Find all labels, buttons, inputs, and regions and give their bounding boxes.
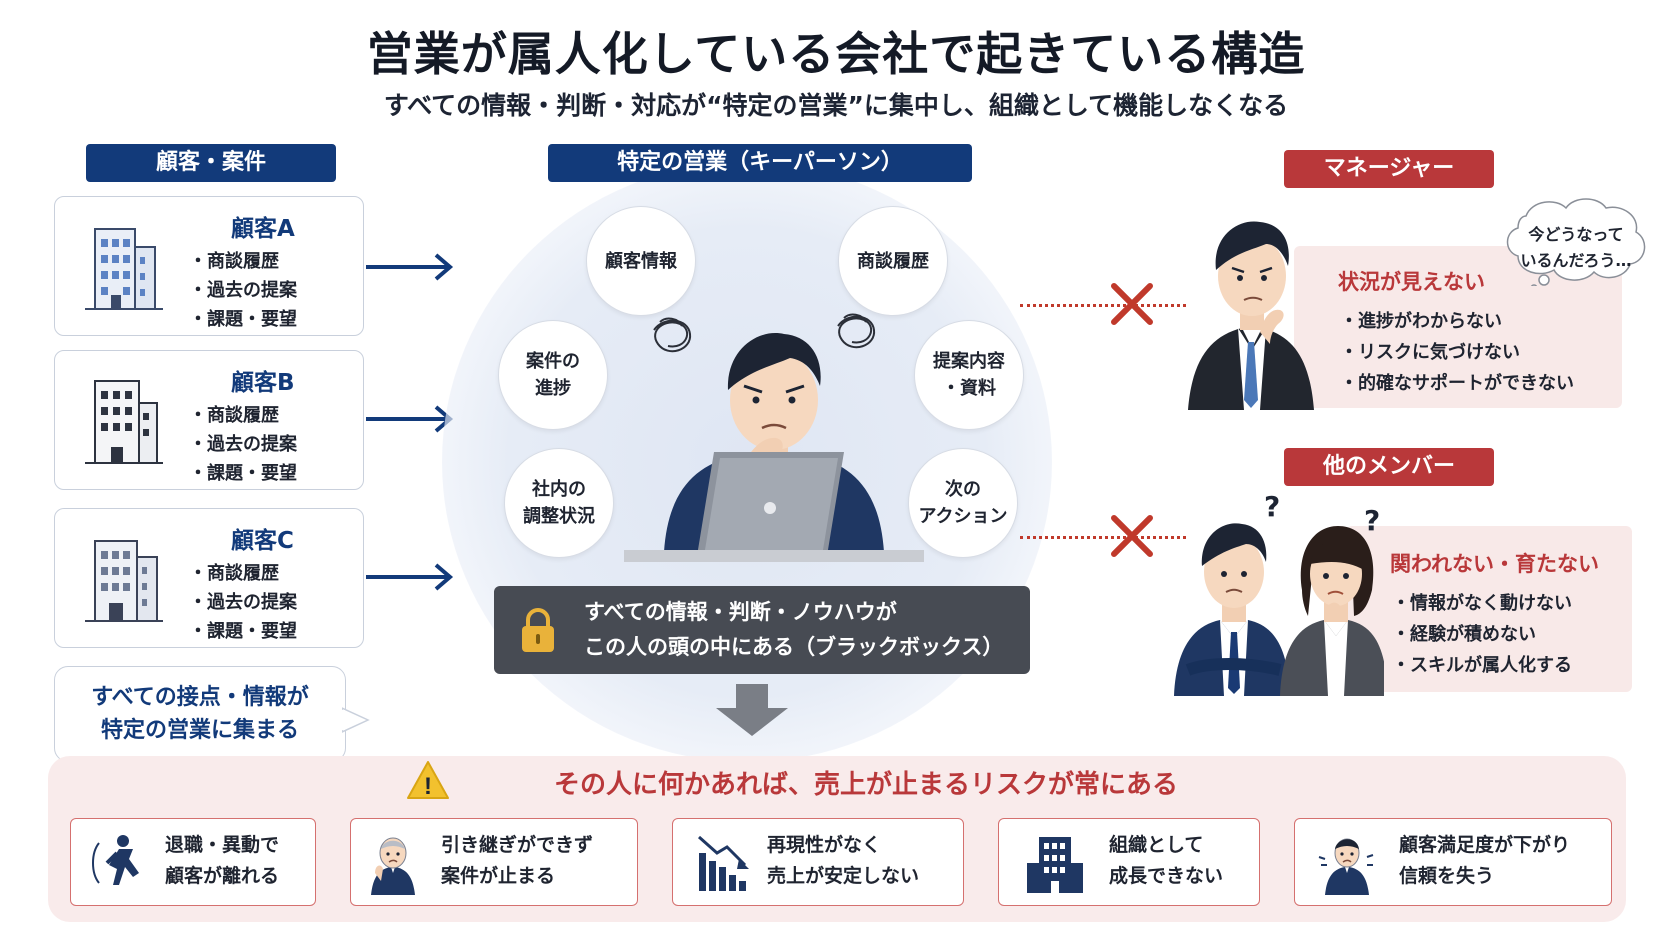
troubled-person-icon (371, 837, 415, 895)
left-callout: すべての接点・情報が 特定の営業に集まる (54, 666, 346, 762)
customer-card-b: 顧客B ・商談履歴 ・過去の提案 ・課題・要望 (54, 350, 364, 490)
bubble-negotiation-history: 商談履歴 (838, 206, 948, 316)
question-mark: ? (1264, 490, 1281, 523)
x-mark-icon (1111, 515, 1153, 557)
warning-symbol: ! (424, 773, 432, 800)
risk-card-line: 退職・異動で (165, 834, 280, 856)
customer-a-item: ・過去の提案 (189, 280, 297, 301)
thought-line: 今どうなって (1528, 225, 1624, 244)
manager-tag: マネージャー (1284, 150, 1494, 188)
manager-item: ・進捗がわからない (1340, 311, 1502, 332)
manager-item: ・リスクに気づけない (1340, 342, 1520, 363)
manager-item: ・的確なサポートができない (1340, 373, 1574, 394)
question-mark: ? (1364, 504, 1381, 537)
customer-c-item: ・商談履歴 (189, 563, 279, 584)
members-panel: 関われない・育たない ・情報がなく動けない ・経験が積めない ・スキルが属人化す… (1346, 526, 1632, 692)
flow-arrow-icon (366, 563, 454, 591)
callout-tail (342, 707, 370, 733)
person-walking-away-icon (92, 835, 139, 885)
risk-card-line: 顧客が離れる (165, 865, 280, 887)
customer-a-item: ・課題・要望 (189, 309, 297, 330)
customer-b-item: ・商談履歴 (189, 405, 279, 426)
bubble-next-action: 次の アクション (908, 448, 1018, 558)
risk-card-line: 信頼を失う (1399, 865, 1495, 887)
bubble-internal-coordination: 社内の 調整状況 (504, 448, 614, 558)
members-item: ・経験が積めない (1392, 624, 1536, 645)
worried-customer-icon (1318, 838, 1374, 895)
lock-icon (522, 608, 554, 652)
risk-card-line: 成長できない (1109, 865, 1224, 887)
manager-illustration (1188, 221, 1314, 410)
customer-c-name: 顧客C (231, 528, 294, 554)
customers-tag: 顧客・案件 (86, 144, 336, 182)
customer-c-item: ・課題・要望 (189, 621, 297, 642)
declining-chart-icon (698, 835, 749, 891)
office-building-icon (85, 228, 163, 310)
manager-thought: 今どうなって いるんだろう… (1512, 222, 1640, 274)
risk-head: その人に何かあれば、売上が止まるリスクが常にある (553, 770, 1178, 800)
members-item: ・スキルが属人化する (1392, 655, 1572, 676)
risk-card-line: 売上が安定しない (767, 865, 920, 887)
office-building-icon (1027, 837, 1083, 893)
warning-icon: ! (407, 761, 449, 800)
members-tag: 他のメンバー (1284, 448, 1494, 486)
customer-card-a: 顧客A ・商談履歴 ・過去の提案 ・課題・要望 (54, 196, 364, 336)
customer-c-item: ・過去の提案 (189, 592, 297, 613)
blocked-line (1020, 304, 1186, 307)
thought-bubble (1506, 198, 1646, 286)
blackbox-line: すべての情報・判断・ノウハウが (584, 600, 897, 624)
blackbox-panel: すべての情報・判断・ノウハウが この人の頭の中にある（ブラックボックス） (494, 586, 1030, 674)
page-title: 営業が属人化している会社で起きている構造 (366, 27, 1306, 81)
risk-card: 組織として 成長できない (998, 818, 1260, 906)
customer-b-item: ・課題・要望 (189, 463, 297, 484)
manager-head: 状況が見えない (1338, 270, 1485, 294)
risk-card-line: 組織として (1109, 834, 1204, 856)
customer-b-name: 顧客B (231, 370, 295, 396)
customer-a-name: 顧客A (231, 216, 295, 242)
page-subtitle: すべての情報・判断・対応が“特定の営業”に集中し、組織として機能しなくなる (383, 91, 1289, 120)
risk-card: 顧客満足度が下がり 信頼を失う (1294, 818, 1612, 906)
risk-card-line: 顧客満足度が下がり (1399, 834, 1571, 856)
risk-card-line: 案件が止まる (441, 865, 556, 887)
blackbox-line: この人の頭の中にある（ブラックボックス） (584, 635, 1004, 659)
flow-arrow-icon (366, 253, 454, 281)
customer-b-item: ・過去の提案 (189, 434, 297, 455)
customer-a-item: ・商談履歴 (189, 251, 279, 272)
blocked-line (1020, 536, 1186, 539)
office-building-icon (85, 380, 163, 464)
keyperson-tag: 特定の営業（キーパーソン） (548, 144, 972, 182)
flow-arrow-icon (366, 405, 454, 433)
risk-card-line: 再現性がなく (767, 834, 882, 856)
members-item: ・情報がなく動けない (1392, 593, 1572, 614)
stressed-salesperson-illustration (624, 313, 924, 562)
members-head: 関われない・育たない (1390, 552, 1599, 576)
risk-card: 引き継ぎができず 案件が止まる (350, 818, 638, 906)
x-mark-icon (1111, 283, 1153, 325)
thought-line: いるんだろう… (1520, 251, 1632, 270)
risk-card: 再現性がなく 売上が安定しない (672, 818, 964, 906)
bubble-proposal-docs: 提案内容 ・資料 (914, 320, 1024, 430)
customer-card-c: 顧客C ・商談履歴 ・過去の提案 ・課題・要望 (54, 508, 364, 648)
risk-card-line: 引き継ぎができず (441, 834, 594, 856)
callout-line: すべての接点・情報が (91, 685, 309, 710)
office-building-icon (85, 540, 163, 622)
members-illustration (1174, 523, 1384, 696)
down-arrow-icon (716, 684, 788, 736)
bubble-project-progress: 案件の 進捗 (498, 320, 608, 430)
bubble-customer-info: 顧客情報 (586, 206, 696, 316)
risk-card: 退職・異動で 顧客が離れる (70, 818, 316, 906)
callout-line: 特定の営業に集まる (100, 718, 299, 743)
